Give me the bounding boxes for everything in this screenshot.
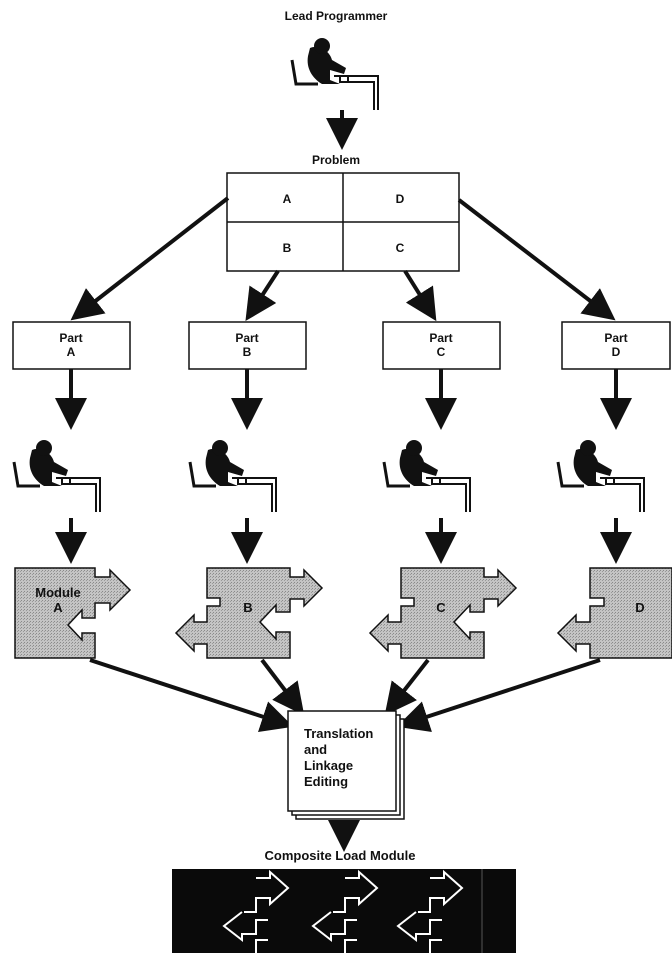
connector-tail-3 (429, 939, 442, 953)
part-c-line2: C (437, 345, 446, 359)
module-a-icon (14, 567, 132, 659)
arrow-to-part-d (457, 198, 616, 321)
part-c-line1: Part (429, 331, 452, 345)
translation-line1: Translation (304, 726, 373, 741)
part-c-box (382, 321, 501, 370)
module-a-line2: A (53, 600, 63, 615)
problem-cell-c: C (396, 241, 405, 255)
composite-connector-icons (222, 869, 464, 953)
module-b-line2: B (243, 600, 252, 615)
part-a-line2: A (67, 345, 76, 359)
part-d-line2: D (612, 345, 621, 359)
part-a-line1: Part (59, 331, 82, 345)
problem-to-parts-arrows (70, 196, 616, 322)
arrow-to-part-a (70, 196, 230, 321)
connector-left-2 (311, 911, 357, 943)
problem-title: Problem (312, 153, 360, 167)
connector-tail-2 (344, 939, 357, 953)
module-c-line2: C (436, 600, 446, 615)
module-d-line2: D (635, 600, 644, 615)
programmer-d-icon (556, 438, 646, 514)
composite-label: Composite Load Module (265, 848, 416, 863)
connector-left-1 (222, 911, 268, 943)
module-c-icon (368, 567, 518, 659)
problem-grid (226, 172, 460, 272)
arrow-to-part-b (245, 269, 280, 322)
part-to-programmer-arrows (55, 369, 632, 430)
connector-right-1 (244, 869, 290, 913)
connector-left-3 (396, 911, 442, 943)
translation-stack (287, 710, 405, 820)
programmer-to-module-arrows (55, 518, 632, 564)
lead-programmer-icon (290, 36, 380, 112)
module-d-icon (556, 567, 672, 659)
connector-right-3 (418, 869, 464, 913)
programmer-c-icon (382, 438, 472, 514)
problem-cell-a: A (283, 192, 292, 206)
module-b-icon (174, 567, 324, 659)
translation-line3: Linkage (304, 758, 353, 773)
problem-cell-b: B (283, 241, 292, 255)
module-to-translation-arrows (89, 658, 601, 732)
module-a-line1: Module (35, 585, 81, 600)
arrow-to-part-c (403, 269, 437, 322)
part-d-line1: Part (604, 331, 627, 345)
connector-tail-1 (255, 939, 268, 953)
part-b-line1: Part (235, 331, 258, 345)
connector-right-2 (333, 869, 379, 913)
problem-cell-d: D (396, 192, 405, 206)
part-d-box (561, 321, 671, 370)
part-a-box (12, 321, 131, 370)
translation-line2: and (304, 742, 327, 757)
programmer-b-icon (188, 438, 278, 514)
programmer-a-icon (12, 438, 102, 514)
translation-line4: Editing (304, 774, 348, 789)
part-b-line2: B (243, 345, 252, 359)
part-b-box (188, 321, 307, 370)
lead-programmer-label: Lead Programmer (285, 9, 388, 23)
